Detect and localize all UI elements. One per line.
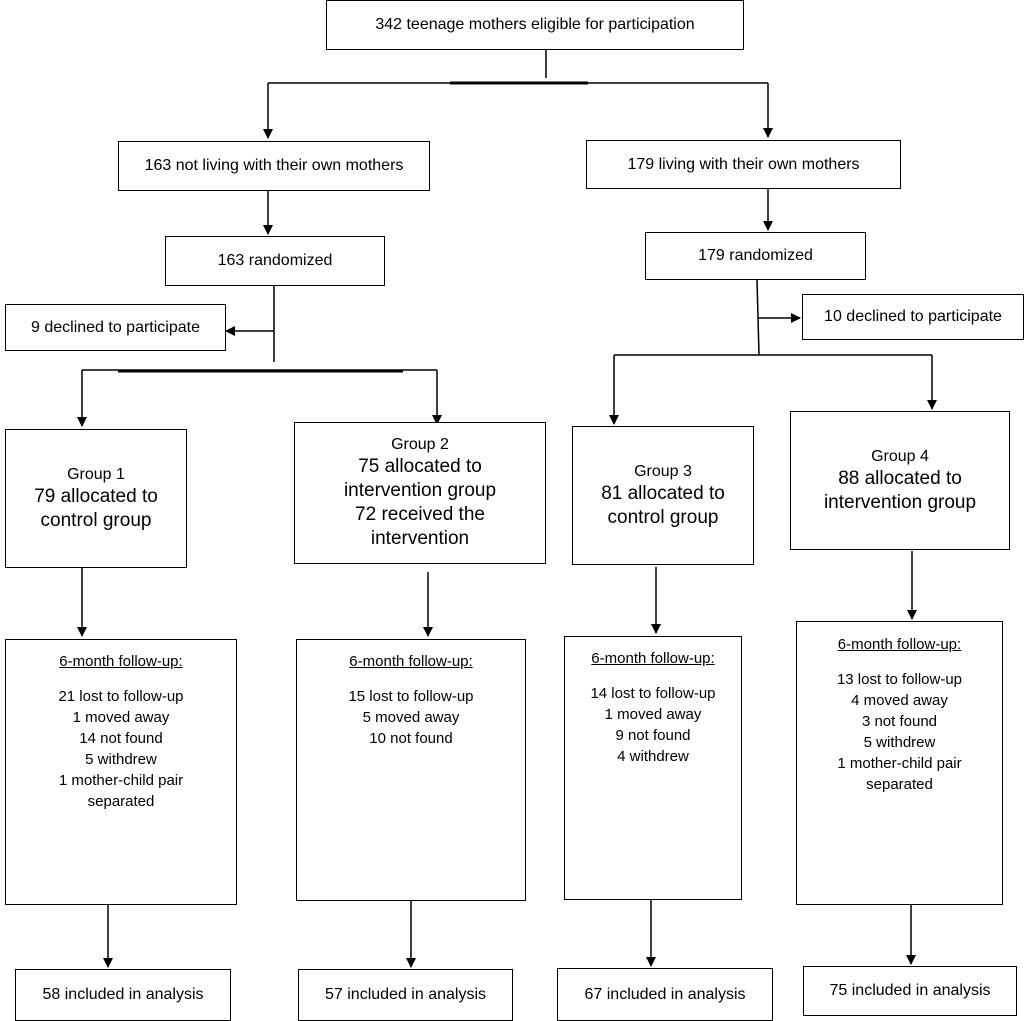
followup-line: 5 moved away: [362, 709, 460, 726]
followup-line: 4 moved away: [851, 692, 948, 709]
followup-title: 6-month follow-up:: [349, 653, 473, 670]
group-label: Group 2: [391, 436, 449, 453]
followup-line: 5 withdrew: [863, 734, 936, 751]
group-line: control group: [607, 506, 719, 528]
declined-text: 10 declined to participate: [824, 308, 1002, 325]
followup-line: 14 lost to follow-up: [590, 685, 716, 702]
group-line: intervention: [370, 528, 470, 549]
analysis-box-3: 67 included in analysis: [557, 968, 773, 1021]
declined-text: 9 declined to participate: [31, 318, 200, 336]
analysis-box-1: 58 included in analysis: [15, 969, 231, 1021]
analysis-text: 67 included in analysis: [584, 985, 746, 1003]
stratum-box-right: 179 living with their own mothers: [586, 140, 901, 189]
followup-line: 5 withdrew: [85, 751, 157, 768]
eligible-text: 342 teenage mothers eligible for partici…: [375, 16, 695, 33]
analysis-box-2: 57 included in analysis: [298, 969, 513, 1021]
followup-line: separated: [87, 793, 155, 810]
group-box-3: Group 3 81 allocated to control group: [572, 426, 754, 565]
group-line: 79 allocated to: [34, 485, 158, 507]
group-box-1: Group 1 79 allocated to control group: [5, 429, 187, 568]
followup-box-1: 6-month follow-up: 21 lost to follow-up …: [5, 639, 237, 905]
followup-box-4: 6-month follow-up: 13 lost to follow-up …: [796, 621, 1003, 905]
analysis-box-4: 75 included in analysis: [803, 966, 1017, 1016]
group-line: 81 allocated to: [601, 482, 725, 504]
group-line: 72 received the: [355, 504, 485, 525]
analysis-text: 58 included in analysis: [42, 986, 204, 1003]
randomized-box-left: 163 randomized: [165, 236, 385, 286]
group-line: 88 allocated to: [838, 467, 962, 489]
randomized-text: 179 randomized: [698, 247, 813, 264]
declined-box-right: 10 declined to participate: [802, 294, 1024, 340]
group-box-2: Group 2 75 allocated to intervention gro…: [294, 422, 546, 564]
randomized-text: 163 randomized: [217, 252, 333, 269]
followup-title: 6-month follow-up:: [837, 636, 962, 653]
stratum-text: 163 not living with their own mothers: [144, 157, 404, 174]
followup-line: 1 mother-child pair: [837, 755, 962, 772]
followup-line: 9 not found: [615, 727, 691, 744]
followup-title: 6-month follow-up:: [59, 653, 183, 670]
stratum-text: 179 living with their own mothers: [627, 155, 860, 173]
group-line: 75 allocated to: [358, 456, 482, 477]
group-box-4: Group 4 88 allocated to intervention gro…: [790, 411, 1010, 550]
followup-line: 1 mother-child pair: [58, 772, 184, 789]
group-label: Group 1: [67, 465, 125, 483]
followup-box-3: 6-month follow-up: 14 lost to follow-up …: [564, 636, 742, 900]
analysis-text: 57 included in analysis: [325, 986, 486, 1003]
followup-title: 6-month follow-up:: [591, 650, 715, 667]
stratum-box-left: 163 not living with their own mothers: [118, 141, 430, 191]
followup-line: 4 withdrew: [617, 748, 689, 765]
followup-line: 15 lost to follow-up: [348, 688, 474, 705]
followup-line: 3 not found: [861, 713, 938, 730]
followup-line: 1 moved away: [72, 709, 170, 726]
analysis-text: 75 included in analysis: [829, 982, 991, 999]
randomized-box-right: 179 randomized: [645, 232, 866, 280]
followup-box-2: 6-month follow-up: 15 lost to follow-up …: [296, 639, 526, 901]
followup-line: 13 lost to follow-up: [836, 671, 963, 688]
followup-line: 21 lost to follow-up: [58, 688, 184, 705]
followup-line: 10 not found: [369, 730, 453, 747]
declined-box-left: 9 declined to participate: [5, 304, 226, 351]
eligible-box: 342 teenage mothers eligible for partici…: [326, 0, 744, 50]
group-label: Group 4: [871, 447, 929, 465]
group-label: Group 3: [634, 462, 692, 480]
followup-line: separated: [866, 776, 933, 793]
followup-line: 14 not found: [79, 730, 163, 747]
followup-line: 1 moved away: [604, 706, 702, 723]
group-line: intervention group: [823, 491, 977, 513]
group-line: control group: [40, 509, 152, 531]
group-line: intervention group: [343, 480, 497, 501]
